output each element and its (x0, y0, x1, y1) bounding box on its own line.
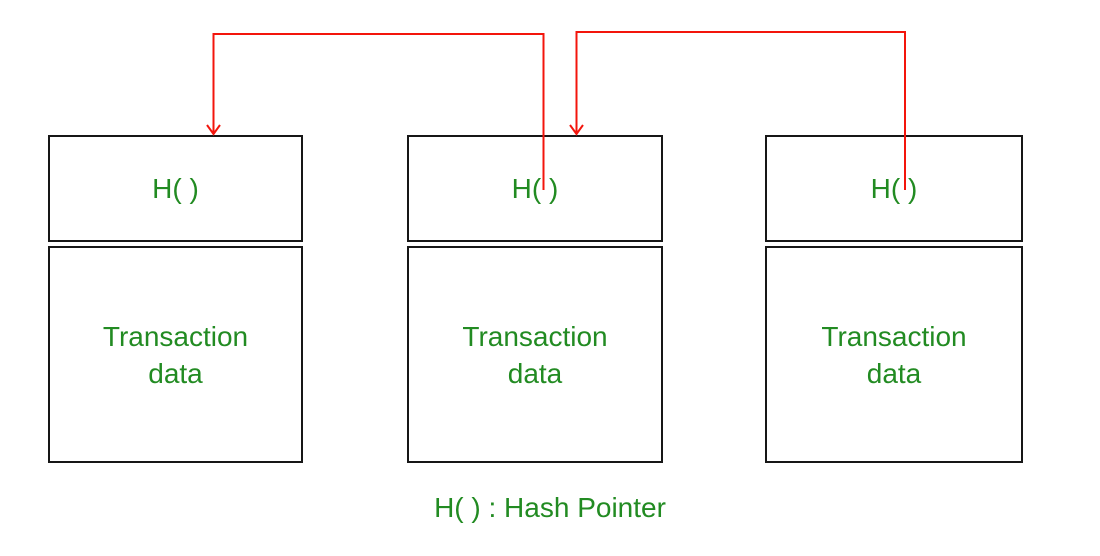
arrow-head-icon (206, 124, 221, 136)
transaction-data-label: Transaction data (462, 320, 608, 389)
block-3-hash-section: H( ) (765, 135, 1023, 242)
block-2: H( ) Transaction data (407, 135, 663, 463)
block-1: H( ) Transaction data (48, 135, 303, 463)
block-1-hash-section: H( ) (48, 135, 303, 242)
block-1-data-section: Transaction data (48, 246, 303, 463)
arrow-head-icon (569, 124, 584, 136)
block-2-data-section: Transaction data (407, 246, 663, 463)
hash-label: H( ) (511, 173, 559, 204)
transaction-data-label: Transaction data (821, 320, 967, 389)
hash-label: H( ) (870, 173, 918, 204)
block-3: H( ) Transaction data (765, 135, 1023, 463)
transaction-data-label: Transaction data (102, 320, 249, 389)
block-2-hash-section: H( ) (407, 135, 663, 242)
hash-label: H( ) (152, 173, 199, 204)
diagram-caption: H( ) : Hash Pointer (434, 492, 666, 523)
block-3-data-section: Transaction data (765, 246, 1023, 463)
